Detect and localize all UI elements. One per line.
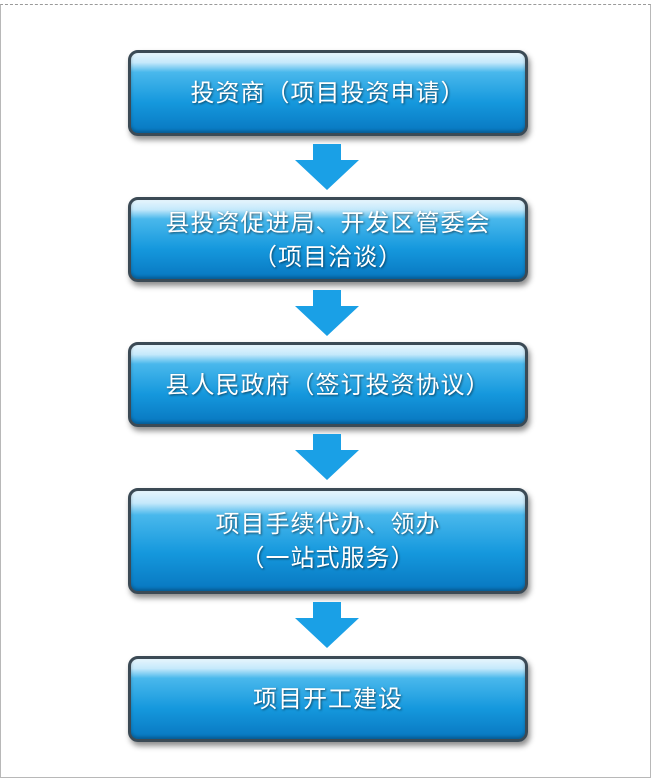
down-arrow-icon [295, 144, 359, 190]
step-line: （项目洽谈） [253, 242, 403, 271]
down-arrow-icon [295, 434, 359, 480]
down-arrow-icon [295, 602, 359, 648]
step-line: 项目手续代办、领办 [215, 510, 441, 538]
step-line: 县投资促进局、开发区管委会 [165, 208, 491, 237]
step-construction-start: 项目开工建设 [128, 656, 528, 742]
step-investor-application: 投资商（项目投资申请） [128, 50, 528, 136]
step-one-stop-service: 项目手续代办、领办 （一站式服务） [128, 488, 528, 594]
step-project-negotiation: 县投资促进局、开发区管委会 （项目洽谈） [128, 197, 528, 282]
down-arrow-icon [295, 290, 359, 336]
step-line: 县人民政府（签订投资协议） [165, 370, 491, 399]
page-frame [0, 4, 651, 778]
step-line: （一站式服务） [240, 544, 416, 572]
step-line: 项目开工建设 [253, 685, 403, 713]
step-sign-agreement: 县人民政府（签订投资协议） [128, 342, 528, 427]
step-line: 投资商（项目投资申请） [190, 79, 466, 107]
